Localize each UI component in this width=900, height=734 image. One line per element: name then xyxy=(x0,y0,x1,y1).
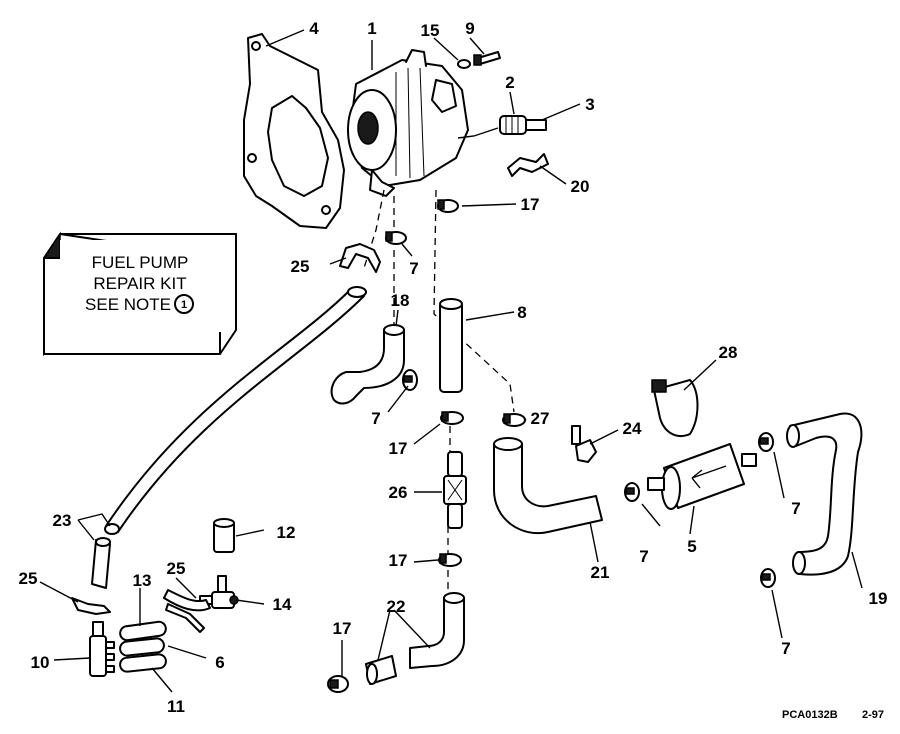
leader-lines xyxy=(39,29,863,693)
elbow-hose xyxy=(330,329,405,405)
clamp xyxy=(339,243,381,273)
callout-3: 3 xyxy=(585,95,594,114)
alignment-line xyxy=(363,189,385,269)
callout-17-third: 17 xyxy=(389,551,408,570)
alignment-line xyxy=(433,189,515,413)
small-hose-clamp xyxy=(165,603,205,633)
hose-clamp xyxy=(438,553,462,567)
callout-25-upper: 25 xyxy=(291,257,310,276)
note-line-3: SEE NOTE xyxy=(85,295,171,314)
callout-17-second: 17 xyxy=(389,439,408,458)
callout-18: 18 xyxy=(391,291,410,310)
callout-24: 24 xyxy=(623,419,642,438)
hose-end xyxy=(383,324,405,336)
callout-15: 15 xyxy=(421,21,440,40)
callout-21: 21 xyxy=(591,563,610,582)
callout-2: 2 xyxy=(505,73,514,92)
short-hose xyxy=(365,655,397,685)
hose-clamp xyxy=(437,199,459,213)
hose-end xyxy=(95,537,111,547)
hose-end xyxy=(493,437,523,451)
manifold-fitting xyxy=(89,621,115,677)
j-shaped-hose xyxy=(493,443,603,535)
connector-fitting xyxy=(571,425,597,463)
callout-17-bottom: 17 xyxy=(333,619,352,638)
callout-6: 6 xyxy=(215,653,224,672)
callout-4: 4 xyxy=(309,19,319,38)
u-shaped-hose xyxy=(789,412,863,576)
hose-end xyxy=(443,592,465,604)
callout-7-right-upper: 7 xyxy=(791,499,800,518)
date-code: 2-97 xyxy=(862,709,884,721)
hose-clamp xyxy=(760,568,776,588)
screw xyxy=(473,51,501,66)
callout-7-middle: 7 xyxy=(371,409,380,428)
callout-7-upper: 7 xyxy=(409,259,418,278)
callout-14: 14 xyxy=(273,595,292,614)
hose-clamp xyxy=(385,231,407,245)
short-fuel-hose xyxy=(91,539,111,589)
note-number-circle xyxy=(174,294,194,314)
callout-8: 8 xyxy=(517,303,526,322)
callout-20: 20 xyxy=(571,177,590,196)
hose-clamp xyxy=(402,369,418,391)
hose-end xyxy=(104,523,120,535)
lower-elbow-hose xyxy=(409,597,465,669)
callout-1: 1 xyxy=(367,19,376,38)
hose-clamp xyxy=(440,411,464,425)
callout-28: 28 xyxy=(719,343,738,362)
callout-25-lower-left: 25 xyxy=(19,569,38,588)
straight-hose xyxy=(439,298,463,393)
drawing-code: PCA0132B xyxy=(782,709,838,721)
callout-27: 27 xyxy=(531,409,550,428)
note-number: 1 xyxy=(181,299,187,311)
callout-23: 23 xyxy=(53,511,72,530)
callout-12: 12 xyxy=(277,523,296,542)
callout-26: 26 xyxy=(389,483,408,502)
fuel-filter xyxy=(647,443,757,510)
clip xyxy=(507,153,549,177)
hose-clamp xyxy=(327,675,349,693)
callout-7-right-lower: 7 xyxy=(781,639,790,658)
callout-19: 19 xyxy=(869,589,888,608)
mounting-plate xyxy=(243,33,345,229)
note-line-2: REPAIR KIT xyxy=(93,274,186,293)
repair-kit-note-box: FUEL PUMP REPAIR KIT SEE NOTE 1 xyxy=(43,231,237,357)
callout-5: 5 xyxy=(687,537,696,556)
hose-pieces xyxy=(119,620,167,673)
fuel-pump xyxy=(347,49,469,197)
hose-clamp xyxy=(502,413,526,427)
bracket-clamp xyxy=(651,379,699,437)
hose-clamp xyxy=(624,482,640,502)
washer xyxy=(457,59,471,69)
callout-numbers: 1 4 15 9 2 3 20 17 25 7 18 8 28 7 27 24 … xyxy=(19,19,888,716)
callout-13: 13 xyxy=(133,571,152,590)
callout-22: 22 xyxy=(387,597,406,616)
callout-7-filter: 7 xyxy=(639,547,648,566)
hose-end xyxy=(347,286,367,298)
callout-11: 11 xyxy=(167,697,185,716)
hose-end xyxy=(792,551,806,575)
inline-strainer xyxy=(443,451,467,529)
hose-end xyxy=(786,424,800,448)
cap-fitting xyxy=(213,518,235,553)
callout-25-lower-mid: 25 xyxy=(167,559,186,578)
callout-9: 9 xyxy=(465,19,474,38)
callout-17-top: 17 xyxy=(521,195,540,214)
clamp xyxy=(71,597,111,615)
note-line-1: FUEL PUMP xyxy=(92,253,189,272)
fuel-line-fitting xyxy=(457,115,547,139)
hose-clamp xyxy=(758,432,774,452)
callout-10: 10 xyxy=(31,653,50,672)
small-hose xyxy=(163,589,211,612)
